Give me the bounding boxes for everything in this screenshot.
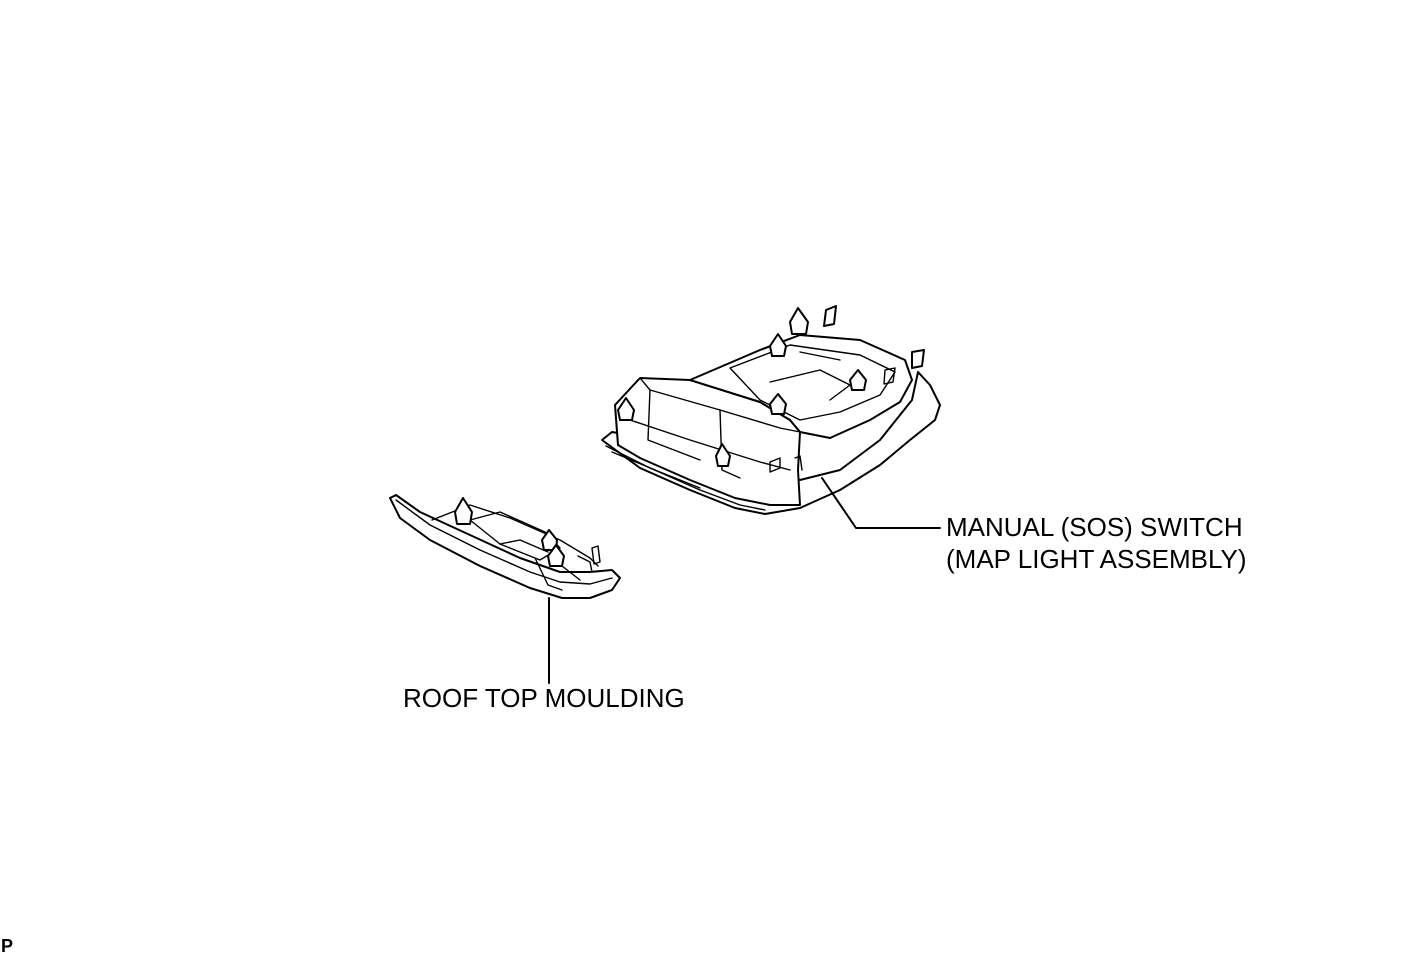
moulding-label: ROOF TOP MOULDING <box>403 683 685 713</box>
map-light-assembly <box>601 305 941 515</box>
switch-label-line2: (MAP LIGHT ASSEMBLY) <box>946 544 1247 574</box>
figure-code: P <box>1 936 14 956</box>
switch-label-line1: MANUAL (SOS) SWITCH <box>946 512 1243 542</box>
roof-top-moulding <box>389 494 621 599</box>
switch-leader-line <box>821 477 941 529</box>
